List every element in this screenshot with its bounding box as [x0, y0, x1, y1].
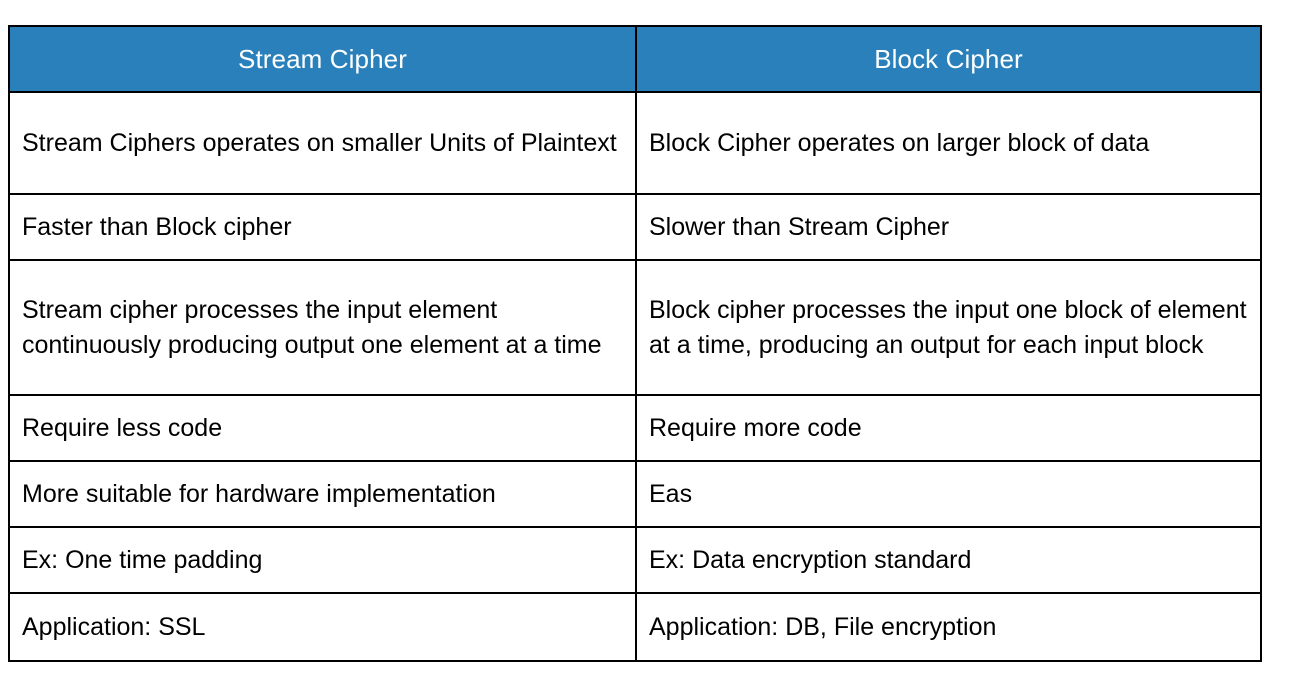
table-header: Stream Cipher Block Cipher	[8, 25, 1262, 93]
table-row: Stream Ciphers operates on smaller Units…	[8, 91, 1262, 195]
table-row: Stream cipher processes the input elemen…	[8, 259, 1262, 396]
cell-stream-cipher-2: Faster than Block cipher	[8, 193, 637, 261]
cell-block-cipher-5: Eas	[635, 460, 1262, 528]
cell-stream-cipher-3: Stream cipher processes the input elemen…	[8, 259, 637, 396]
table-row: Ex: One time padding Ex: Data encryption…	[8, 526, 1262, 594]
cell-stream-cipher-7: Application: SSL	[8, 592, 637, 662]
cipher-comparison-table: Stream Cipher Block Cipher Stream Cipher…	[8, 25, 1262, 662]
table-row: Require less code Require more code	[8, 394, 1262, 462]
cell-stream-cipher-6: Ex: One time padding	[8, 526, 637, 594]
cell-block-cipher-1: Block Cipher operates on larger block of…	[635, 91, 1262, 195]
table-row: More suitable for hardware implementatio…	[8, 460, 1262, 528]
table-body: Stream Ciphers operates on smaller Units…	[8, 91, 1262, 662]
column-header-stream-cipher: Stream Cipher	[8, 25, 637, 93]
cell-stream-cipher-4: Require less code	[8, 394, 637, 462]
column-header-block-cipher: Block Cipher	[635, 25, 1262, 93]
cell-block-cipher-6: Ex: Data encryption standard	[635, 526, 1262, 594]
cell-block-cipher-4: Require more code	[635, 394, 1262, 462]
cell-block-cipher-7: Application: DB, File encryption	[635, 592, 1262, 662]
cell-stream-cipher-5: More suitable for hardware implementatio…	[8, 460, 637, 528]
table-header-row: Stream Cipher Block Cipher	[8, 25, 1262, 93]
cell-block-cipher-3: Block cipher processes the input one blo…	[635, 259, 1262, 396]
cell-stream-cipher-1: Stream Ciphers operates on smaller Units…	[8, 91, 637, 195]
table-row: Application: SSL Application: DB, File e…	[8, 592, 1262, 662]
table-row: Faster than Block cipher Slower than Str…	[8, 193, 1262, 261]
cell-block-cipher-2: Slower than Stream Cipher	[635, 193, 1262, 261]
